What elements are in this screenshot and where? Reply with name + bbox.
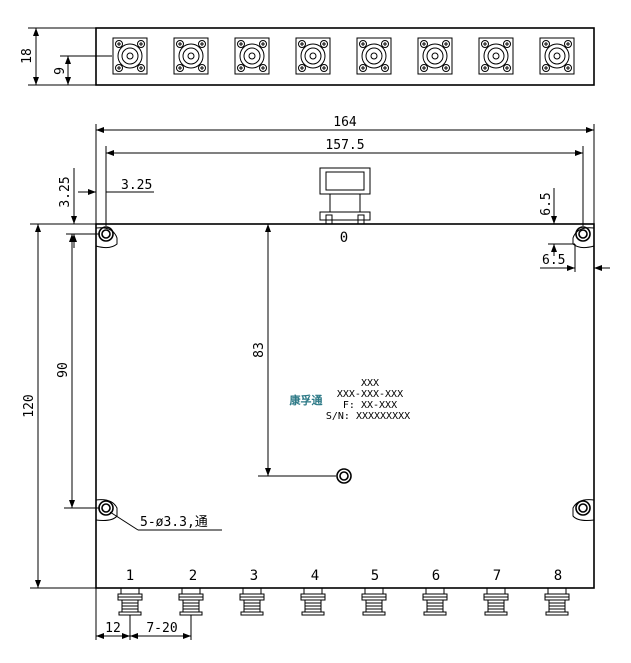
sma-connector-8 [544, 587, 570, 616]
n-connector-8 [539, 37, 575, 75]
dim-right-offset-x: 6.5 [542, 253, 565, 268]
dim-height-top: 18 [20, 48, 35, 64]
port-label-5: 5 [371, 568, 379, 584]
port-label-7: 7 [493, 568, 501, 584]
dim-first-port: 12 [105, 621, 121, 636]
mounting-hole-top-left [98, 226, 114, 242]
dim-port-pitch: 7-20 [146, 621, 177, 636]
brand-logo: 康孚通 [290, 393, 323, 407]
front-view: 0 康孚通 XXX XXX-XXX-XXX F: XX-XXX S/N: XXX… [95, 167, 595, 616]
label-line-3: F: XX-XXX [343, 400, 397, 411]
dim-hole-offset-y: 3.25 [58, 176, 73, 207]
dim-input-depth: 83 [252, 342, 267, 358]
mounting-hole-bottom-right [575, 500, 591, 516]
n-connector-2 [173, 37, 209, 75]
label-line-4: S/N: XXXXXXXXX [326, 411, 410, 422]
product-label: 康孚通 XXX XXX-XXX-XXX F: XX-XXX S/N: XXXXX… [290, 378, 411, 422]
n-connector-7 [478, 37, 514, 75]
sma-connector-5 [361, 587, 387, 616]
top-view: 18 9 [20, 27, 595, 86]
dim-overall-width: 164 [333, 115, 357, 130]
port-label-2: 2 [189, 568, 197, 584]
sma-connector-3 [239, 587, 265, 616]
output-connectors [117, 587, 570, 616]
body-outline [95, 223, 595, 589]
port-label-8: 8 [554, 568, 562, 584]
label-line-2: XXX-XXX-XXX [337, 389, 403, 400]
n-connector-6 [417, 37, 453, 75]
dim-center-top: 9 [53, 67, 68, 75]
port-label-input: 0 [340, 230, 348, 246]
dim-overall-height: 120 [22, 394, 37, 417]
n-connector-3 [234, 37, 270, 75]
n-connector-1 [112, 37, 148, 75]
top-view-body [95, 27, 595, 86]
sma-connector-4 [300, 587, 326, 616]
dim-hole-spacing: 157.5 [325, 138, 364, 153]
dim-hole-offset-x: 3.25 [121, 178, 152, 193]
mounting-hole-top-right [575, 226, 591, 242]
port-label-1: 1 [126, 568, 134, 584]
label-line-1: XXX [361, 378, 379, 389]
port-label-3: 3 [250, 568, 258, 584]
port-label-6: 6 [432, 568, 440, 584]
n-connector-4 [295, 37, 331, 75]
sma-connector-1 [117, 587, 143, 616]
dim-hole-vertical: 90 [56, 362, 71, 378]
port-label-4: 4 [311, 568, 319, 584]
dim-right-offset-y: 6.5 [539, 192, 554, 215]
sma-connector-7 [483, 587, 509, 616]
n-connector-5 [356, 37, 392, 75]
input-connector [319, 167, 371, 225]
sma-connector-6 [422, 587, 448, 616]
output-port-labels: 1 2 3 4 5 6 7 8 [126, 568, 562, 584]
hole-note: 5-ø3.3,通 [140, 515, 208, 530]
sma-connector-2 [178, 587, 204, 616]
dimensions: 164 157.5 3.25 3.25 6.5 6.5 83 90 [22, 115, 610, 640]
mounting-hole-center [336, 468, 352, 484]
top-connectors [112, 37, 575, 75]
